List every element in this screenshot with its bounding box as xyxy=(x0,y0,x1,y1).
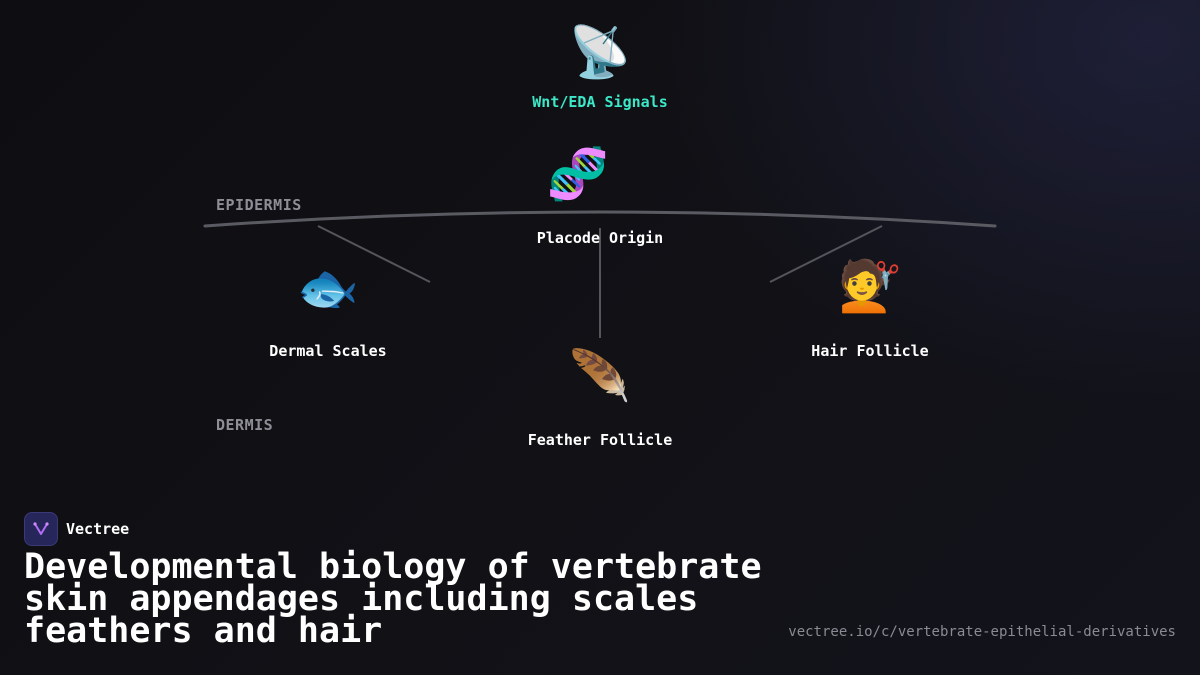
dna-icon: 🧬 xyxy=(546,145,610,203)
diagram: EPIDERMIS DERMIS 📡 Wnt/EDA Signals 🧬 Pla… xyxy=(203,22,997,449)
node-feather-follicle-label: Feather Follicle xyxy=(527,431,673,449)
node-dermal-scales-label: Dermal Scales xyxy=(269,342,387,360)
node-signals-label: Wnt/EDA Signals xyxy=(532,93,668,111)
connector-lines xyxy=(203,210,997,338)
epidermis-boundary-line xyxy=(203,210,997,228)
connector-to-scales xyxy=(317,225,431,283)
node-placode-origin-label: Placode Origin xyxy=(536,229,664,247)
vectree-logo-icon xyxy=(24,512,58,546)
haircut-person-icon: 💇 xyxy=(838,257,902,315)
node-signals: 📡 Wnt/EDA Signals xyxy=(532,22,667,111)
fish-icon: 🐟 xyxy=(296,259,360,317)
satellite-antenna-icon: 📡 xyxy=(568,23,632,81)
node-feather-follicle: 🪶 Feather Follicle xyxy=(528,346,673,449)
page-title: Developmental biology of vertebrate skin… xyxy=(24,547,762,651)
node-dermal-scales: 🐟 Dermal Scales xyxy=(269,258,386,360)
brand-name: Vectree xyxy=(66,520,130,538)
node-placode-origin-label-wrap: Placode Origin xyxy=(537,229,663,247)
source-url: vectree.io/c/vertebrate-epithelial-deriv… xyxy=(788,624,1176,640)
connector-to-hair xyxy=(769,225,883,283)
epidermis-label: EPIDERMIS xyxy=(216,196,302,214)
brand: Vectree xyxy=(24,512,129,546)
node-hair-follicle: 💇 Hair Follicle xyxy=(811,256,928,360)
node-hair-follicle-label: Hair Follicle xyxy=(811,342,929,360)
feather-icon: 🪶 xyxy=(568,347,632,405)
node-placode-origin: 🧬 xyxy=(547,144,609,204)
dermis-label: DERMIS xyxy=(216,416,274,434)
